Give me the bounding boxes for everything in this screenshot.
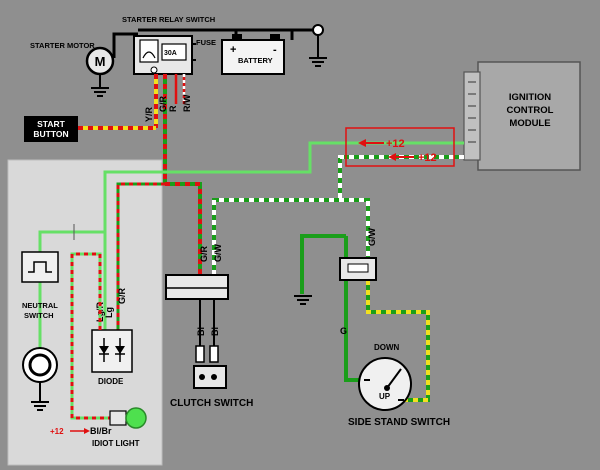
start-button-label-line1: START (37, 119, 66, 129)
neutral-sensor (22, 347, 58, 411)
fuse-label: FUSE (196, 38, 216, 47)
side-stand-down-label: DOWN (374, 343, 400, 352)
wire-code-y-r: Y/R (144, 106, 154, 122)
side-stand-switch-label: SIDE STAND SWITCH (348, 417, 450, 428)
ignition-label-line1: IGNITION (509, 92, 551, 103)
battery-minus: - (273, 44, 277, 56)
wire-code-g-w-stand: G/W (367, 227, 377, 246)
idiot-light (109, 407, 147, 429)
ignition-label-line2: CONTROL (507, 105, 554, 116)
starter-relay-switch (133, 35, 193, 75)
clutch-switch (165, 274, 229, 389)
neutral-switch (21, 251, 59, 283)
motor-m-symbol: M (95, 54, 106, 69)
battery-plus: + (230, 44, 236, 56)
side-stand-up-label: UP (379, 392, 391, 401)
wire-code-g-r-clutch: G/R (199, 245, 209, 262)
start-button-label-line2: BUTTON (33, 129, 68, 139)
wire-code-r: R (168, 105, 178, 112)
plus12-arrow-lower (388, 153, 414, 161)
side-stand-ground-icon (294, 295, 312, 305)
ignition-control-module: IGNITION CONTROL MODULE (463, 61, 581, 171)
plus12-upper-label: +12 (386, 138, 405, 150)
start-button[interactable]: START BUTTON (24, 116, 78, 142)
wire-code-lg: Lg (104, 307, 114, 318)
wire-code-g-r-top: G/R (158, 95, 168, 112)
motor-ground-icon (91, 87, 109, 97)
battery-ground-icon (309, 24, 327, 67)
battery (221, 34, 285, 75)
idiot-light-plus12-label: +12 (50, 427, 64, 436)
battery-label: BATTERY (238, 56, 273, 65)
neutral-switch-label-line1: NEUTRAL (22, 301, 58, 310)
wire-code-bl-right: Bl (210, 327, 220, 336)
starter-relay-switch-label: STARTER RELAY SWITCH (122, 15, 215, 24)
neutral-switch-label-line2: SWITCH (24, 311, 54, 320)
wire-code-bl-br: Bl/Br (90, 426, 112, 436)
wire-code-r-w: R/W (182, 94, 192, 112)
starter-motor-label: STARTER MOTOR (30, 41, 95, 50)
plus12-lower-label: +12 (418, 152, 437, 164)
wire-code-bl-left: Bl (196, 327, 206, 336)
clutch-switch-label: CLUTCH SWITCH (170, 398, 253, 409)
plus12-highlight-box (345, 127, 455, 167)
neutral-circuit-panel (7, 159, 163, 466)
idiot-light-plus12-arrow (70, 428, 90, 434)
idiot-light-label: IDIOT LIGHT (92, 439, 140, 448)
wire-code-g: G (340, 326, 347, 336)
starter-motor: M (85, 46, 115, 97)
diode (91, 329, 133, 373)
diode-label: DIODE (98, 377, 124, 386)
wire-code-g-w-clutch: G/W (213, 243, 223, 262)
ignition-label-line3: MODULE (509, 118, 550, 129)
plus12-arrow-upper (358, 139, 384, 147)
fuse-rating: 30A (164, 50, 177, 57)
wire-code-g-r-diode: G/R (117, 287, 127, 304)
side-stand-switch (358, 357, 412, 411)
